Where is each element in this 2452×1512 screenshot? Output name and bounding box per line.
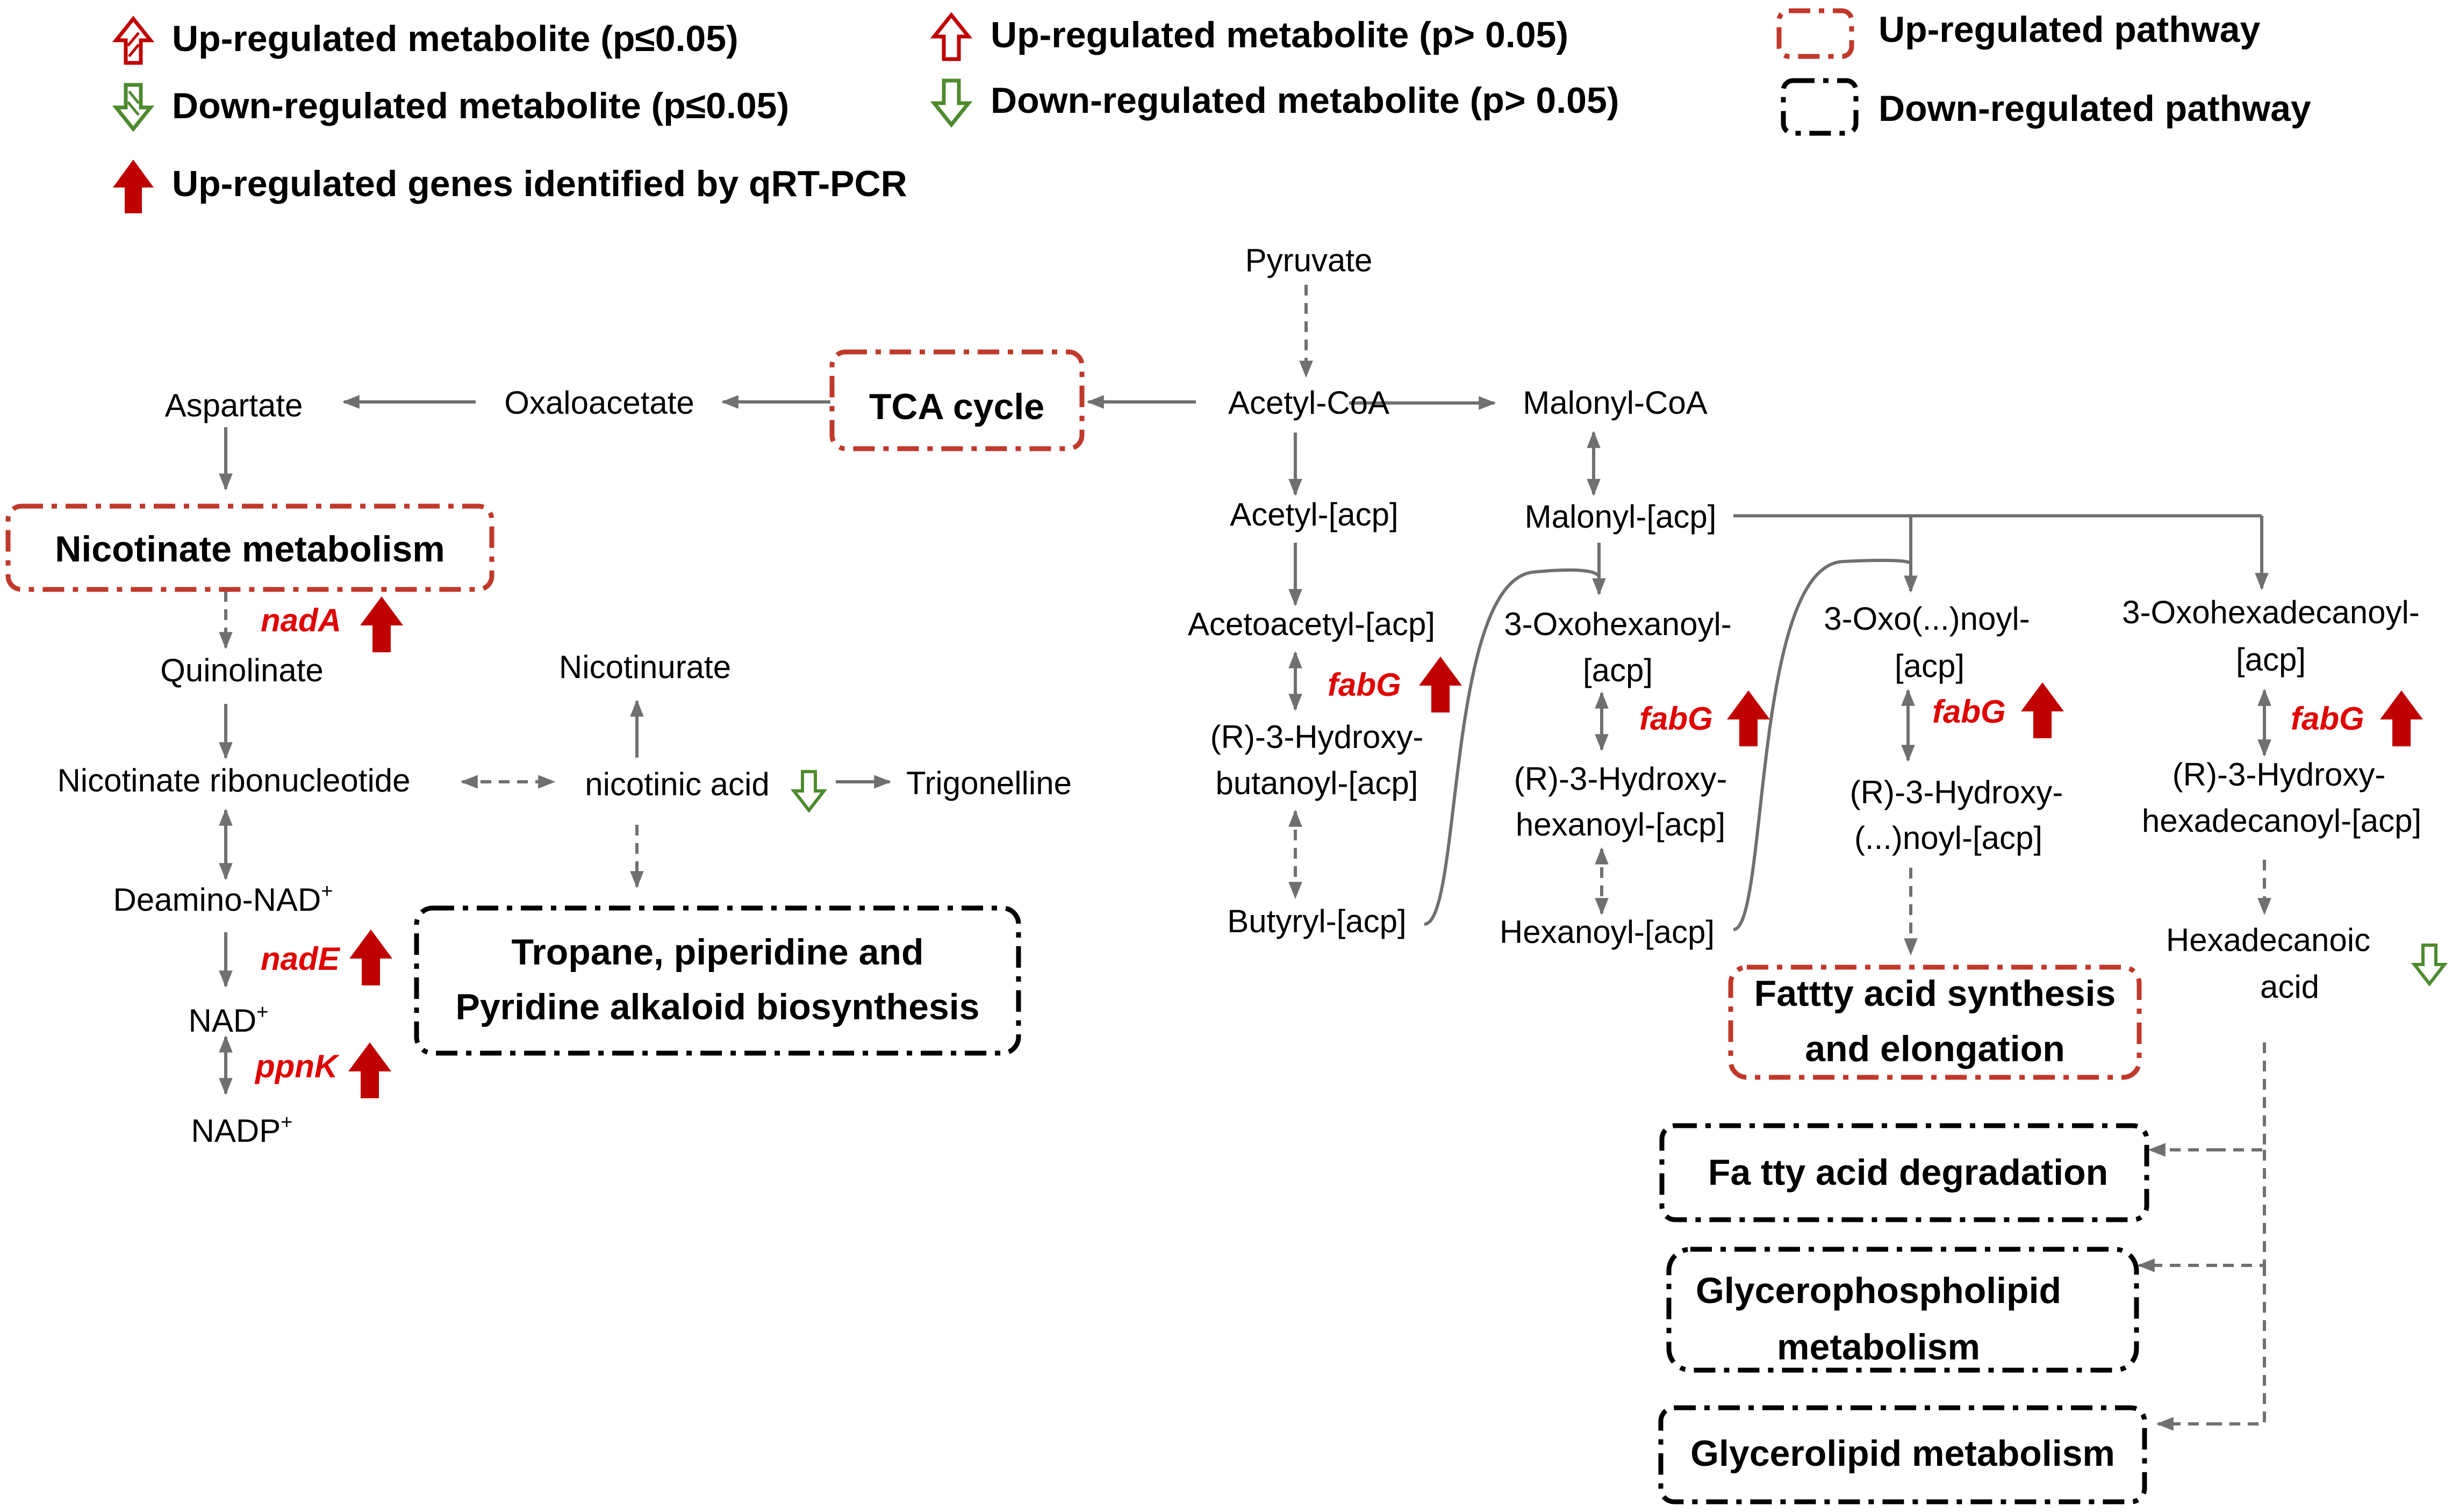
glycerophospholipid-box bbox=[1666, 1247, 2139, 1373]
pathway-boxes: TCA cycle Nicotinate metabolism Tropane,… bbox=[5, 349, 2149, 1504]
up-arrow-icon bbox=[360, 596, 403, 652]
nicotinate-metabolism-box bbox=[5, 503, 494, 592]
gene-fabG-noyl: fabG bbox=[1932, 694, 2006, 730]
fatty-acid-synthesis-line1: Fattty acid synthesis bbox=[1754, 973, 2116, 1014]
node-acetyl-acp: Acetyl-[acp] bbox=[1230, 496, 1398, 532]
node-hexanoyl-acp: Hexanoyl-[acp] bbox=[1500, 914, 1715, 950]
tca-cycle-box bbox=[829, 349, 1085, 451]
legend-down-sig-label: Down-regulated metabolite (p≤0.05) bbox=[172, 85, 789, 126]
node-butyryl-acp: Butyryl-[acp] bbox=[1227, 903, 1406, 939]
node-hexadecanoic-line1: Hexadecanoic bbox=[2166, 922, 2370, 958]
node-oxonoyl-line1: 3-Oxo(...)noyl- bbox=[1824, 601, 2030, 637]
node-deamino-nad: Deamino-NAD+ bbox=[113, 880, 333, 918]
legend: Up-regulated metabolite (p≤0.05) Up-regu… bbox=[112, 8, 2311, 213]
node-oxonoyl-line2: [acp] bbox=[1895, 648, 1965, 684]
node-hydroxybutanoyl-line2: butanoyl-[acp] bbox=[1216, 765, 1418, 801]
legend-down-pathway-label: Down-regulated pathway bbox=[1879, 88, 2311, 129]
node-hydroxynoyl-line1: (R)-3-Hydroxy- bbox=[1850, 774, 2063, 810]
glycerophospholipid-line1: Glycerophospholipid bbox=[1696, 1270, 2061, 1311]
tropane-label-line1: Tropane, piperidine and bbox=[512, 932, 924, 973]
connectors bbox=[219, 285, 2271, 1431]
up-nonsignificant-icon bbox=[930, 12, 973, 61]
up-arrow-icon bbox=[2380, 690, 2423, 746]
fatty-acid-degradation-label: Fa tty acid degradation bbox=[1708, 1152, 2108, 1193]
glycerophospholipid-line2: metabolism bbox=[1777, 1327, 1980, 1367]
gene-nadA: nadA bbox=[261, 602, 341, 638]
fatty-acid-synthesis-box bbox=[1728, 964, 2142, 1080]
tropane-pathway-box bbox=[414, 905, 1021, 1056]
up-arrow-icon bbox=[1419, 657, 1462, 712]
node-trigonelline: Trigonelline bbox=[906, 765, 1072, 801]
node-nad: NAD+ bbox=[189, 1001, 269, 1039]
node-nicotinic-acid: nicotinic acid bbox=[585, 766, 770, 802]
legend-up-sig-label: Up-regulated metabolite (p≤0.05) bbox=[172, 18, 739, 59]
node-malonyl-coa: Malonyl-CoA bbox=[1523, 385, 1707, 421]
nodes: Pyruvate Acetyl-CoA Malonyl-CoA Oxaloace… bbox=[57, 242, 2421, 1149]
node-hydroxyhexadecanoyl-line1: (R)-3-Hydroxy- bbox=[2173, 757, 2386, 793]
node-hydroxybutanoyl-line1: (R)-3-Hydroxy- bbox=[1210, 719, 1424, 755]
node-hydroxynoyl-line2: (...)noyl-[acp] bbox=[1854, 820, 2042, 856]
node-nadp: NADP+ bbox=[191, 1111, 293, 1149]
tca-cycle-label: TCA cycle bbox=[869, 386, 1044, 427]
legend-up-pathway-label: Up-regulated pathway bbox=[1879, 9, 2260, 50]
node-nicotinurate: Nicotinurate bbox=[559, 649, 731, 685]
gene-nadE: nadE bbox=[261, 941, 341, 977]
up-gene-icon bbox=[113, 160, 154, 213]
fatty-acid-synthesis-line2: and elongation bbox=[1805, 1028, 2065, 1069]
node-oxaloacetate: Oxaloacetate bbox=[504, 385, 694, 421]
gene-fabG-hexadecanoyl: fabG bbox=[2291, 701, 2364, 737]
down-nonsignificant-icon bbox=[930, 78, 973, 128]
up-significant-icon bbox=[112, 16, 155, 65]
genes: nadA nadE ppnK fabG fabG fabG fabG bbox=[254, 596, 2448, 1098]
node-malonyl-acp: Malonyl-[acp] bbox=[1525, 499, 1717, 535]
gene-fabG-hexanoyl: fabG bbox=[1639, 701, 1713, 737]
down-arrow-icon bbox=[790, 770, 828, 813]
legend-up-genes-label: Up-regulated genes identified by qRT-PCR bbox=[172, 163, 907, 204]
legend-down-pathway-box bbox=[1781, 78, 1859, 136]
tropane-label-line2: Pyridine alkaloid biosynthesis bbox=[456, 987, 980, 1027]
node-hydroxyhexadecanoyl-line2: hexadecanoyl-[acp] bbox=[2142, 803, 2421, 839]
node-aspartate: Aspartate bbox=[165, 387, 303, 423]
glycerolipid-box bbox=[1658, 1405, 2147, 1504]
node-oxohexanoyl-line2: [acp] bbox=[1583, 652, 1653, 688]
node-acetoacetyl-acp: Acetoacetyl-[acp] bbox=[1188, 606, 1435, 642]
node-quinolinate: Quinolinate bbox=[160, 652, 324, 688]
node-pyruvate: Pyruvate bbox=[1245, 242, 1373, 278]
fatty-acid-degradation-box bbox=[1659, 1123, 2149, 1222]
node-hexadecanoic-line2: acid bbox=[2260, 969, 2319, 1005]
node-acetyl-coa: Acetyl-CoA bbox=[1228, 385, 1389, 421]
down-arrow-icon bbox=[2411, 944, 2448, 987]
node-nicotinate-ribonucleotide: Nicotinate ribonucleotide bbox=[57, 762, 410, 798]
legend-up-pathway-box bbox=[1776, 8, 1854, 59]
up-arrow-icon bbox=[2021, 682, 2064, 738]
up-arrow-icon bbox=[349, 930, 392, 985]
nicotinate-metabolism-label: Nicotinate metabolism bbox=[55, 529, 445, 570]
up-arrow-icon bbox=[348, 1042, 391, 1098]
gene-ppnK: ppnK bbox=[254, 1048, 340, 1084]
node-oxohexadecanoyl-line1: 3-Oxohexadecanoyl- bbox=[2122, 594, 2420, 630]
legend-up-nonsig-label: Up-regulated metabolite (p> 0.05) bbox=[991, 15, 1568, 55]
node-oxohexadecanoyl-line2: [acp] bbox=[2236, 642, 2306, 678]
node-hydroxyhexanoyl-line2: hexanoyl-[acp] bbox=[1516, 807, 1725, 843]
glycerolipid-label: Glycerolipid metabolism bbox=[1690, 1433, 2115, 1474]
legend-down-nonsig-label: Down-regulated metabolite (p> 0.05) bbox=[991, 80, 1619, 121]
down-significant-icon bbox=[112, 83, 155, 132]
node-oxohexanoyl-line1: 3-Oxohexanoyl- bbox=[1504, 606, 1732, 642]
node-hydroxyhexanoyl-line1: (R)-3-Hydroxy- bbox=[1514, 761, 1727, 797]
gene-fabG-butanoyl: fabG bbox=[1328, 667, 1401, 703]
up-arrow-icon bbox=[1727, 690, 1770, 746]
